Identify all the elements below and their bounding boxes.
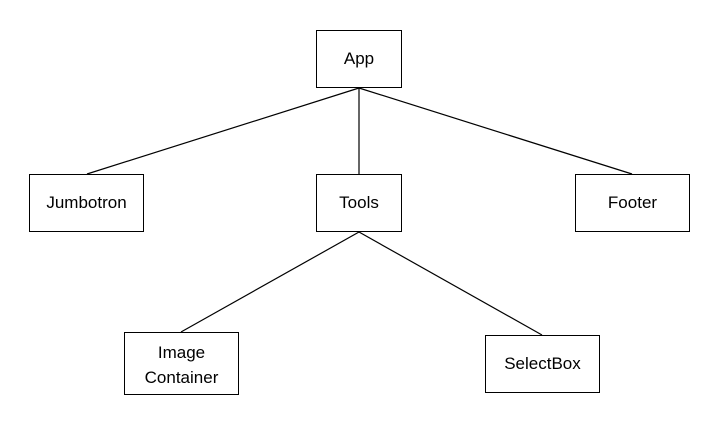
node-app: App — [316, 30, 402, 88]
node-footer: Footer — [575, 174, 690, 232]
node-image-container-label-line-2: Container — [145, 368, 219, 387]
node-jumbotron-label: Jumbotron — [46, 193, 126, 212]
node-tools: Tools — [316, 174, 402, 232]
node-jumbotron-box — [29, 174, 144, 232]
edge-tools-image-container — [180, 231, 360, 333]
node-app-label: App — [344, 49, 374, 68]
node-image-container: Image Container — [124, 332, 239, 395]
edge-tools-selectbox — [358, 231, 543, 336]
edge-app-footer — [358, 87, 633, 175]
node-selectbox-box — [485, 335, 600, 393]
node-footer-box — [575, 174, 690, 232]
node-app-box — [316, 30, 402, 88]
node-tools-label: Tools — [339, 193, 379, 212]
node-image-container-label-line-1: Image — [158, 343, 205, 362]
node-image-container-box — [124, 332, 239, 395]
node-selectbox: SelectBox — [485, 335, 600, 393]
edges — [86, 87, 633, 336]
node-footer-label: Footer — [608, 193, 657, 212]
node-selectbox-label: SelectBox — [504, 354, 581, 373]
edge-app-jumbotron — [86, 87, 360, 175]
node-tools-box — [316, 174, 402, 232]
node-jumbotron: Jumbotron — [29, 174, 144, 232]
